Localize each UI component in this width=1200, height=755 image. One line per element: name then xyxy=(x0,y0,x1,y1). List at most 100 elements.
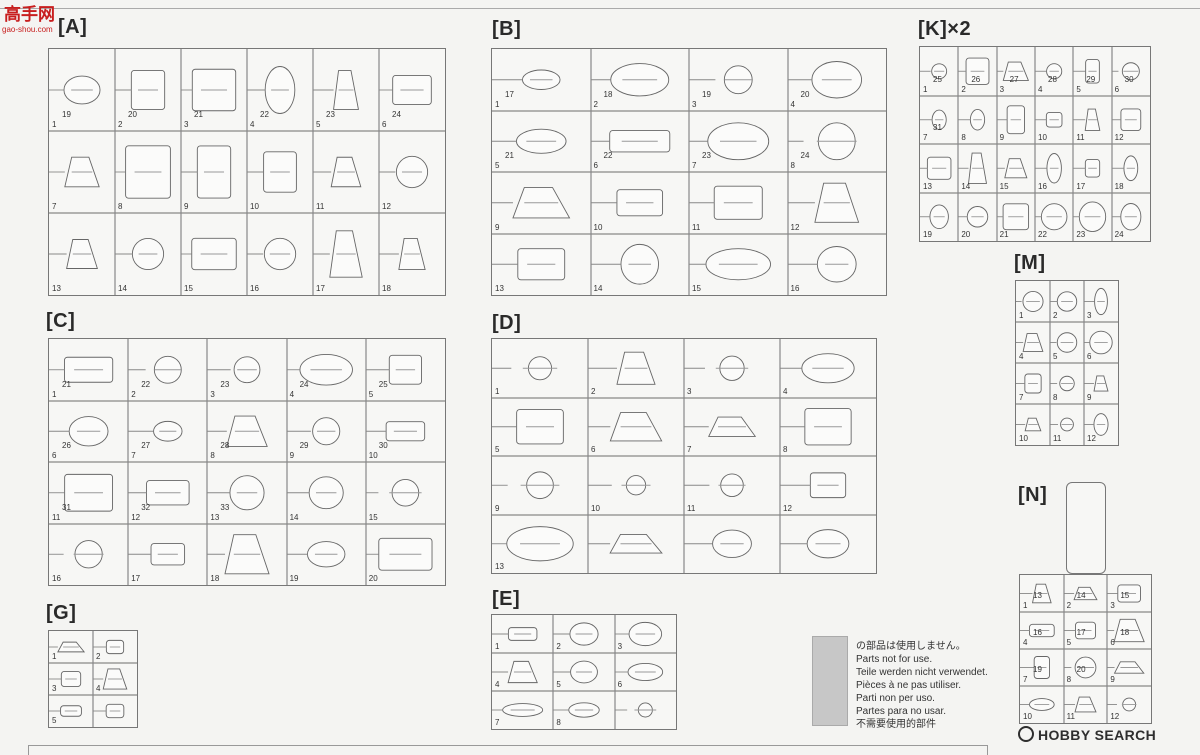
part-number: 20 xyxy=(800,89,810,99)
part-number: 2 xyxy=(118,120,123,129)
unused-parts-notice: の部品は使用しません。 Parts not for use. Teile wer… xyxy=(856,640,988,731)
sprue-drawing-e xyxy=(492,615,676,729)
part-number: 9 xyxy=(1110,675,1115,684)
part-number: 2 xyxy=(593,99,598,109)
part-number: 6 xyxy=(52,451,57,460)
part-number: 5 xyxy=(495,161,500,170)
part-number: 4 xyxy=(250,120,255,129)
part-number: 5 xyxy=(556,680,561,689)
bottom-strip xyxy=(28,745,988,755)
part-number: 16 xyxy=(1038,181,1047,191)
sprue-label-g: [G] xyxy=(46,602,77,624)
part-number: 23 xyxy=(220,379,230,389)
part-number: 24 xyxy=(392,110,401,119)
part-number: 4 xyxy=(790,99,795,109)
part-number: 6 xyxy=(1114,84,1120,94)
part-number: 2 xyxy=(556,642,561,651)
part-number: 4 xyxy=(495,680,500,689)
part-number: 12 xyxy=(1087,434,1096,443)
part-number: 1 xyxy=(923,84,928,94)
part-number: 4 xyxy=(1038,84,1043,94)
watermark: HOBBY SEARCH xyxy=(1038,727,1157,743)
part-number: 6 xyxy=(1110,638,1115,647)
part-number: 5 xyxy=(495,445,500,454)
part-number: 25 xyxy=(378,379,388,389)
part-number: 3 xyxy=(184,120,189,129)
part-number: 17 xyxy=(505,89,514,99)
part-number: 2 xyxy=(1053,311,1058,320)
part-number: 26 xyxy=(971,74,981,84)
part-number: 4 xyxy=(1019,352,1024,361)
sprue-frame-n-top xyxy=(1066,482,1106,574)
sprue-drawing-d xyxy=(492,339,876,573)
notice-line: Partes para no usar. xyxy=(856,706,947,717)
part-number: 7 xyxy=(52,202,57,211)
part-number: 8 xyxy=(556,718,561,727)
part-number: 3 xyxy=(692,99,697,109)
part-number: 5 xyxy=(1066,638,1072,647)
part-number: 13 xyxy=(495,284,504,293)
part-number: 11 xyxy=(52,512,61,522)
part-number: 27 xyxy=(141,441,151,450)
sprue-label-a: [A] xyxy=(58,16,88,38)
sprue-drawing-g xyxy=(49,631,137,727)
watermark-logo-icon xyxy=(1018,726,1034,742)
part-number: 16 xyxy=(790,284,800,293)
part-number: 15 xyxy=(999,181,1009,191)
part-number: 27 xyxy=(1009,74,1019,84)
part-number: 9 xyxy=(999,133,1005,142)
part-number: 15 xyxy=(692,284,701,293)
part-number: 18 xyxy=(1120,628,1130,637)
part-number: 14 xyxy=(593,284,603,293)
part-number: 3 xyxy=(210,389,215,399)
part-number: 10 xyxy=(591,503,600,513)
part-number: 15 xyxy=(368,512,378,522)
part-number: 18 xyxy=(1114,181,1124,191)
part-number: 5 xyxy=(368,389,374,399)
part-number: 20 xyxy=(368,574,378,583)
part-number: 9 xyxy=(495,222,500,232)
part-number: 16 xyxy=(250,284,259,293)
part-number: 9 xyxy=(289,451,295,460)
part-number: 22 xyxy=(603,151,613,160)
part-number: 5 xyxy=(52,716,57,725)
part-number: 17 xyxy=(1076,628,1086,637)
part-number: 6 xyxy=(593,161,598,170)
part-number: 21 xyxy=(505,151,514,160)
part-number: 9 xyxy=(184,202,189,211)
part-number: 18 xyxy=(210,574,220,583)
part-number: 32 xyxy=(141,502,151,512)
part-number: 20 xyxy=(128,110,137,119)
part-number: 7 xyxy=(923,133,928,142)
part-number: 10 xyxy=(1023,712,1032,721)
sprue-label-n: [N] xyxy=(1018,484,1048,506)
part-number: 22 xyxy=(1038,230,1047,239)
part-number: 1 xyxy=(52,389,57,399)
notice-line: Parts not for use. xyxy=(856,654,933,665)
part-number: 10 xyxy=(368,451,378,460)
part-number: 29 xyxy=(299,441,309,450)
part-number: 30 xyxy=(378,441,388,450)
part-number: 15 xyxy=(1120,591,1130,600)
part-number: 6 xyxy=(617,680,623,689)
part-number: 2 xyxy=(96,652,101,661)
part-number: 8 xyxy=(118,202,123,211)
part-number: 17 xyxy=(131,574,141,583)
part-number: 13 xyxy=(52,284,61,293)
part-number: 9 xyxy=(495,503,500,513)
part-number: 21 xyxy=(62,379,71,389)
sprue-label-d: [D] xyxy=(492,312,522,334)
part-number: 4 xyxy=(783,386,788,396)
part-number: 2 xyxy=(591,386,596,396)
part-number: 5 xyxy=(1053,352,1058,361)
part-number: 28 xyxy=(220,441,230,450)
sprue-label-c: [C] xyxy=(46,310,76,332)
part-number: 12 xyxy=(1110,712,1120,721)
part-number: 11 xyxy=(692,222,701,232)
